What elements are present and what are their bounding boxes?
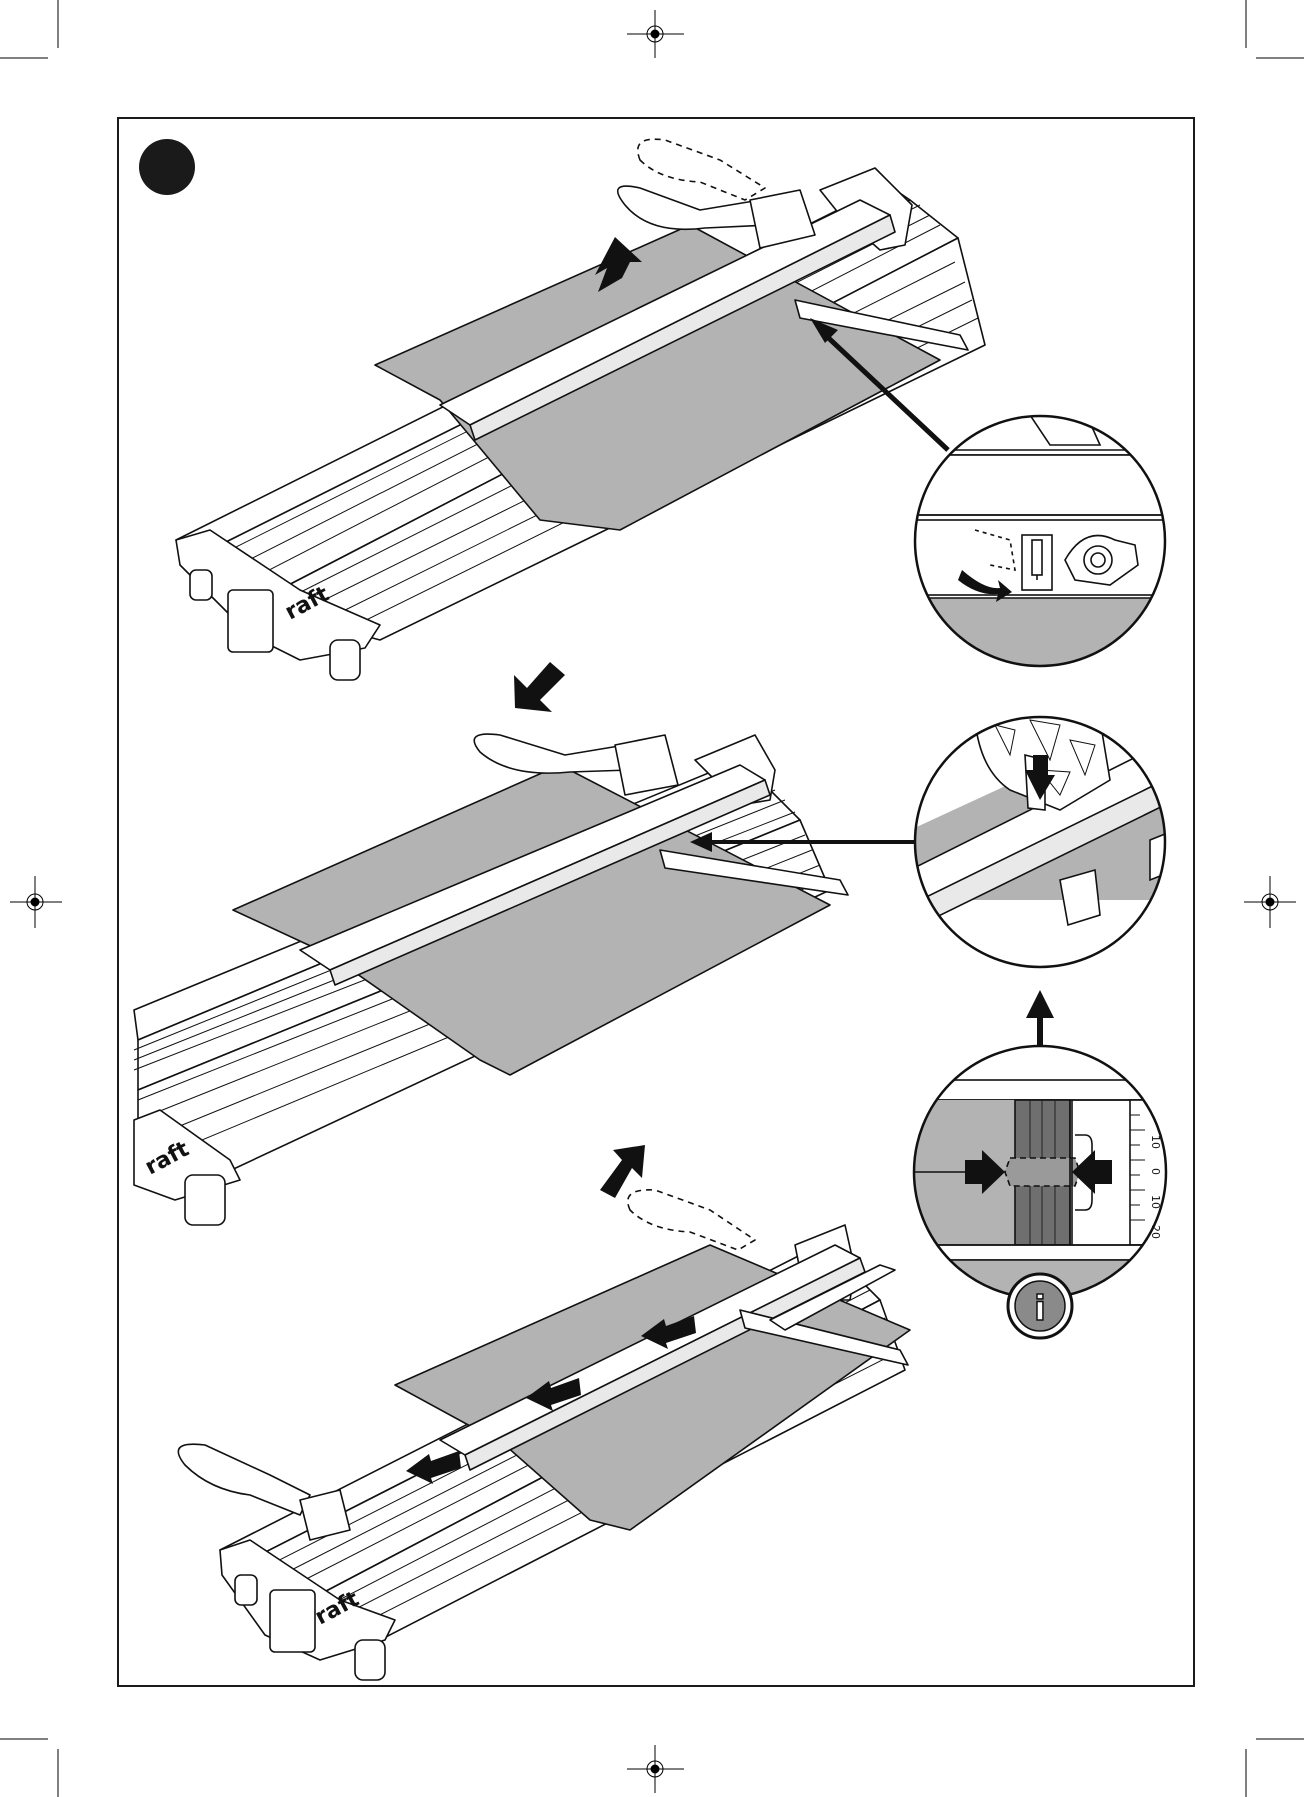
detail-center: 10 0 10 20 i <box>900 1046 1200 1338</box>
tile-cutter-middle: raft <box>134 734 848 1225</box>
handle-lower-ghost <box>628 1190 755 1250</box>
step-marker <box>139 139 195 195</box>
handle-upper-ghost <box>638 139 765 200</box>
ruler-tick-label: 10 <box>1149 1135 1162 1149</box>
handle-middle <box>474 734 630 773</box>
detail-lock <box>900 400 1200 678</box>
down-left-arrow-icon <box>514 662 565 712</box>
ruler-tick-label: 0 <box>1149 1168 1162 1175</box>
info-glyph: i <box>1034 1289 1046 1329</box>
registration-mark-top <box>627 10 684 58</box>
handle-lower <box>178 1444 310 1515</box>
registration-mark-bottom <box>627 1745 684 1793</box>
tile-cutter-upper: raft <box>176 139 985 680</box>
info-icon: i <box>1008 1274 1072 1338</box>
registration-mark-right <box>1244 876 1296 928</box>
registration-mark-left <box>10 876 62 928</box>
up-right-arrow-icon <box>600 1145 645 1198</box>
leader-arrowhead <box>1026 990 1054 1018</box>
tile-cutter-lower: raft <box>178 1190 910 1680</box>
ruler-tick-label: 20 <box>1149 1225 1162 1239</box>
handle-upper <box>618 186 770 229</box>
ruler-tick-label: 10 <box>1149 1195 1162 1209</box>
detail-blade <box>910 705 1175 967</box>
